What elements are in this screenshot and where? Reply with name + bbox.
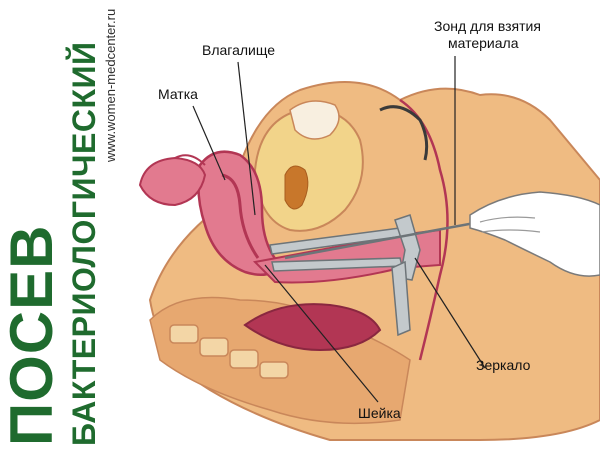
label-probe: Зонд для взятия материала (434, 18, 541, 52)
label-probe-line1: Зонд для взятия (434, 18, 541, 34)
label-vagina: Влагалище (202, 42, 276, 58)
label-uterus: Матка (158, 86, 198, 102)
probe (284, 220, 481, 260)
speculum (269, 214, 421, 337)
label-probe-line2: материала (448, 34, 519, 51)
pubic-bone (289, 100, 340, 140)
spine (169, 324, 289, 379)
fallopian-tube (174, 154, 206, 166)
hand (469, 191, 600, 277)
hand-fingers (479, 216, 541, 233)
ovary (138, 156, 207, 207)
label-cervix: Шейка (358, 405, 401, 421)
outer-tissue (399, 98, 449, 361)
title-main: ПОСЕВ (0, 224, 65, 446)
leader-lines (192, 56, 486, 403)
title-sub: БАКТЕРИОЛОГИЧЕСКИЙ (66, 41, 102, 447)
uterus-cavity (221, 173, 260, 259)
label-speculum: Зеркало (476, 357, 531, 373)
pubic-hair (379, 105, 429, 161)
site-url: www.women-medcenter.ru (103, 8, 118, 162)
bladder-content (284, 165, 309, 210)
rectum (243, 303, 382, 352)
bladder (253, 108, 364, 232)
